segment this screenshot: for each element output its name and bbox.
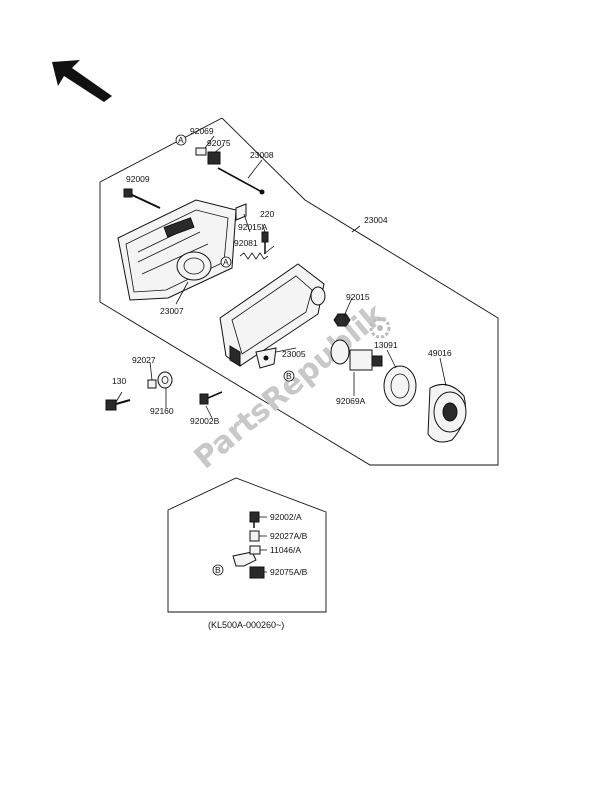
clip-92015A [235,203,247,221]
screw-92069 [195,147,207,156]
svg-text:B: B [215,565,221,575]
dust-cover-49016 [427,383,467,443]
collar-92027 [147,379,157,389]
part-label-49016: 49016 [428,348,452,358]
bushing-92075 [207,151,221,165]
marker-a: A [220,256,232,268]
headlight-housing-23005 [219,263,326,367]
screw-220 [261,231,269,254]
part-label-23008: 23008 [250,150,274,160]
part-label-130: 130 [112,376,126,386]
socket-13091 [383,365,417,407]
part-label-92002B: 92002B [190,416,220,426]
inset-outline [167,477,327,613]
part-label-92009: 92009 [126,174,150,184]
part-label-92015A: 92015A [238,222,268,232]
direction-arrow-icon [52,60,112,102]
bracket [255,347,277,369]
part-label-92027: 92027 [132,355,156,365]
svg-text:B: B [286,371,292,381]
nut-92015 [333,313,351,327]
inset-label-11046A: 11046/A [270,545,301,555]
spring-92081 [239,252,269,260]
adjuster-cable-23008 [217,167,265,195]
inset-label-92002A: 92002/A [270,512,302,522]
gear-icon [369,317,391,339]
bulb-92069A [330,339,383,371]
inset-label-92027AB: 92027A/B [270,531,308,541]
marker-b: B [283,370,295,382]
washer-92160 [157,371,173,389]
part-label-92069: 92069 [190,126,214,136]
svg-text:A: A [223,257,229,267]
bolt-92002B [199,391,223,405]
part-label-220: 220 [260,209,274,219]
svg-text:A: A [178,135,184,145]
headlight-lens-23007 [117,199,237,301]
screw-92009 [123,188,161,209]
part-label-23007: 23007 [160,306,184,316]
part-label-92069A: 92069A [336,396,366,406]
marker-b: B [212,564,224,576]
inset-parts [232,511,265,579]
part-label-23005: 23005 [282,349,306,359]
part-label-92075: 92075 [207,138,231,148]
inset-leader-lines [259,516,267,573]
part-label-13091: 13091 [374,340,398,350]
part-label-23004: 23004 [364,215,388,225]
inset-caption: (KL500A-000260~) [208,620,284,630]
bolt-130 [105,399,131,411]
main-assembly-outline [99,117,499,466]
part-label-92081: 92081 [234,238,258,248]
marker-a: A [175,134,187,146]
part-label-92015: 92015 [346,292,370,302]
part-label-92160: 92160 [150,406,174,416]
leader-lines [115,135,447,419]
inset-label-92075AB: 92075A/B [270,567,308,577]
